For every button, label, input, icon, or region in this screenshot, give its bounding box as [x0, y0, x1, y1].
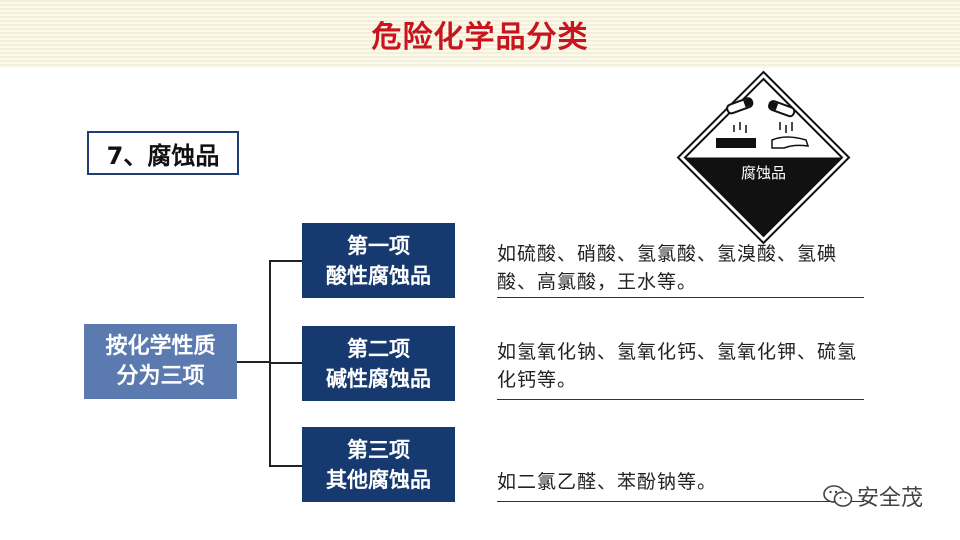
connector-branch-1: [269, 260, 302, 262]
connector-branch-3: [269, 465, 302, 467]
hazard-sign-label: 腐蚀品: [741, 164, 786, 182]
branch-subtitle: 碱性腐蚀品: [326, 366, 431, 391]
connector-root: [237, 361, 270, 363]
branch-description-alkaline: 如氢氧化钠、氢氧化钙、氢氧化钾、硫氢化钙等。: [497, 338, 864, 400]
header-band: [0, 0, 960, 68]
corrosive-icon: 腐蚀品: [676, 70, 851, 245]
branch-subtitle: 其他腐蚀品: [326, 467, 431, 492]
watermark: 安全茂: [823, 480, 923, 512]
branch-description-other: 如二氯乙醛、苯酚钠等。: [497, 468, 864, 502]
root-line-2: 分为三项: [116, 363, 205, 389]
branch-box-other: 第三项 其他腐蚀品: [302, 427, 455, 502]
branch-title: 第二项: [347, 336, 410, 361]
branch-description-acidic: 如硫酸、硝酸、氢氯酸、氢溴酸、氢碘酸、高氯酸，王水等。: [497, 240, 864, 298]
watermark-text: 安全茂: [857, 486, 924, 511]
branch-box-alkaline: 第二项 碱性腐蚀品: [302, 326, 455, 401]
branch-title: 第三项: [347, 437, 410, 462]
branch-subtitle: 酸性腐蚀品: [326, 263, 431, 288]
branch-box-acidic: 第一项 酸性腐蚀品: [302, 223, 455, 298]
branch-title: 第一项: [347, 233, 410, 258]
section-label: 7、腐蚀品: [87, 131, 239, 175]
page-title: 危险化学品分类: [371, 20, 589, 55]
root-category-box: 按化学性质 分为三项: [84, 324, 237, 399]
wechat-icon: [823, 485, 853, 507]
root-line-1: 按化学性质: [105, 333, 216, 359]
connector-branch-2: [269, 362, 302, 364]
